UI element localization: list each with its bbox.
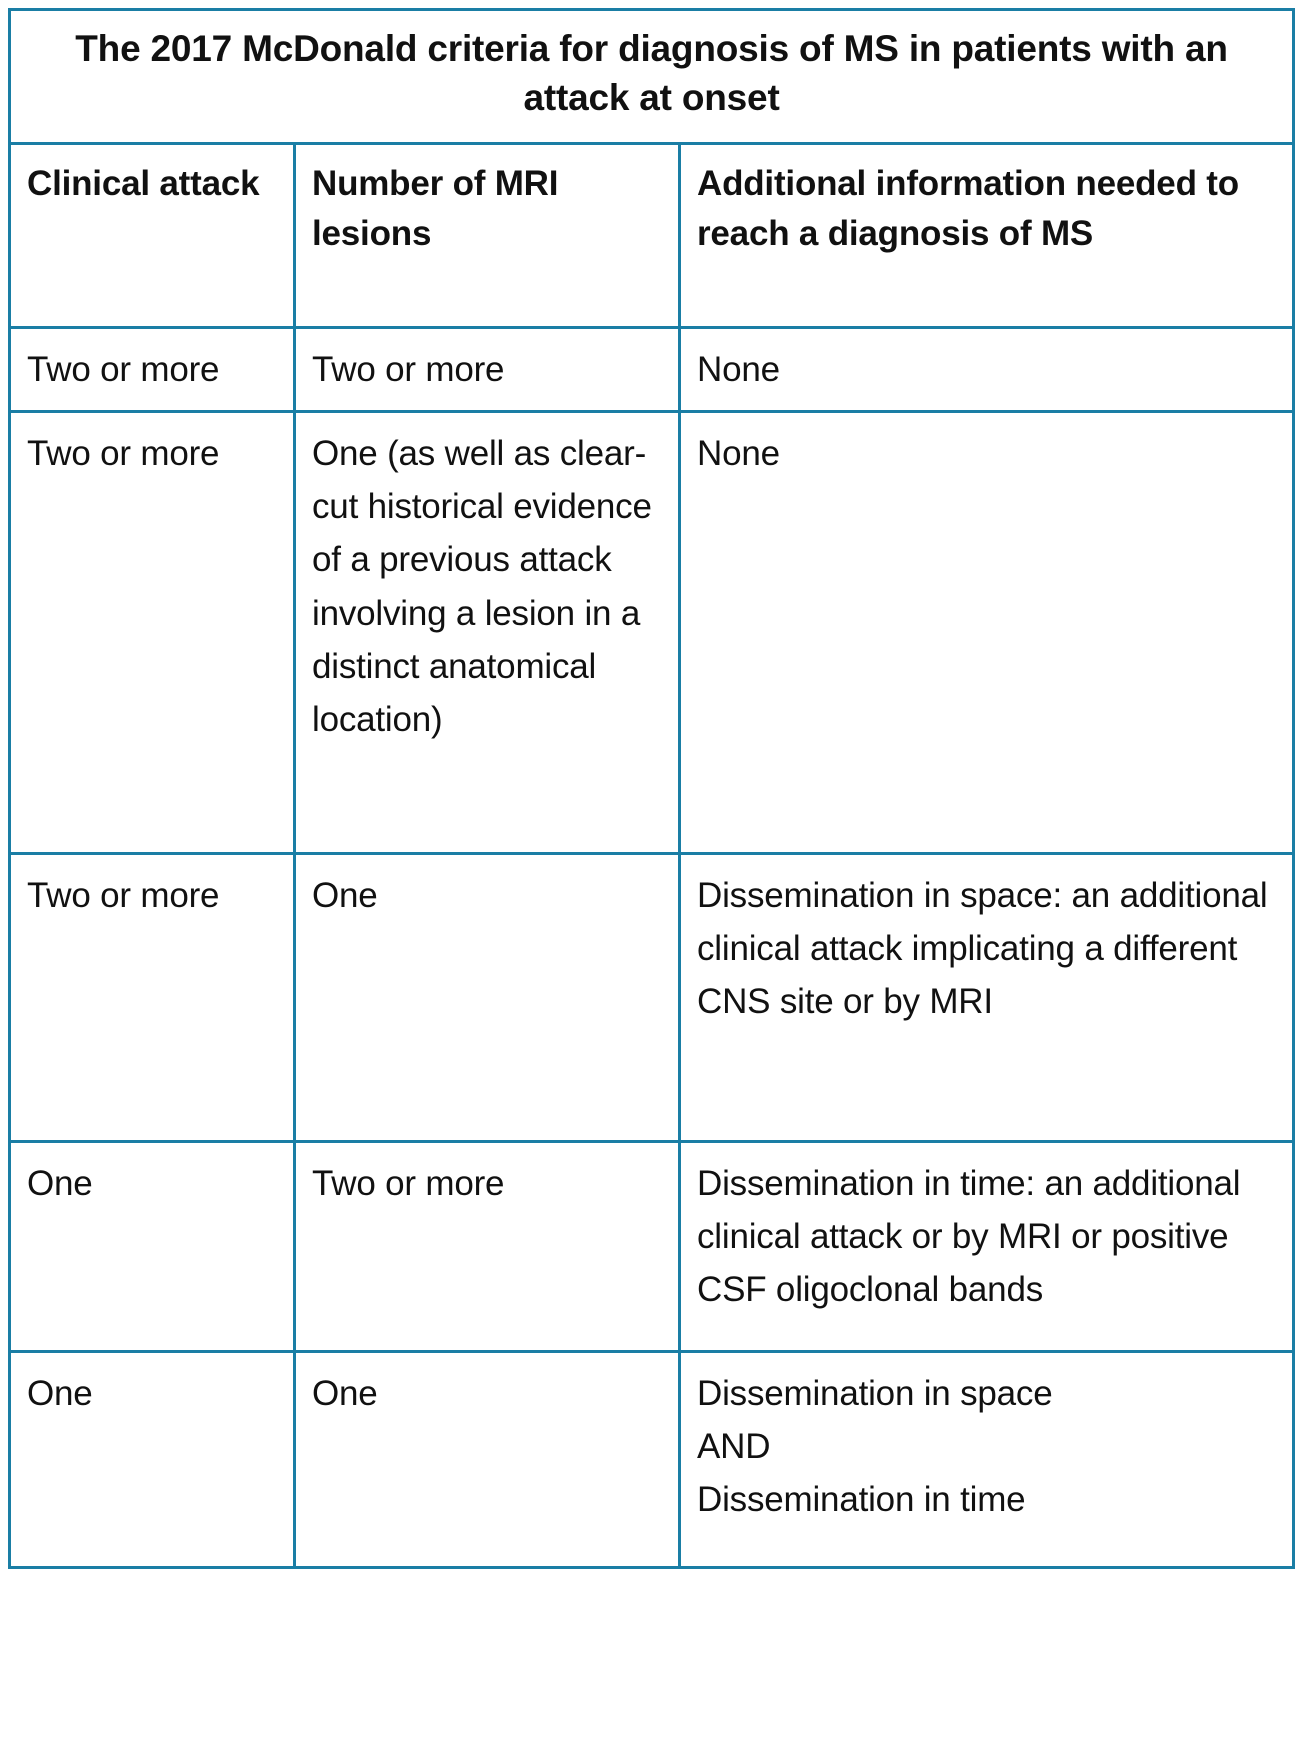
cell-additional-information: None (677, 410, 1296, 855)
table-row: One One Dissemination in space AND Disse… (8, 1350, 1296, 1569)
cell-additional-information: Dissemination in space AND Dissemination… (677, 1350, 1296, 1569)
cell-mri-lesions: One (293, 1350, 681, 1569)
cell-clinical-attack: Two or more (8, 326, 296, 413)
cell-additional-information-line-1: Dissemination in space (697, 1374, 1053, 1413)
table-header-row: Clinical attack Number of MRI lesions Ad… (8, 142, 1296, 329)
cell-additional-information: Dissemination in time: an additional cli… (677, 1140, 1296, 1353)
cell-clinical-attack: Two or more (8, 852, 296, 1143)
cell-additional-information-line-2: AND (697, 1427, 771, 1467)
cell-mri-lesions: One (293, 852, 681, 1143)
column-header-clinical-attack: Clinical attack (8, 142, 296, 329)
cell-clinical-attack: Two or more (8, 410, 296, 855)
mcdonald-criteria-table: The 2017 McDonald criteria for diagnosis… (7, 8, 1296, 1569)
column-header-additional-information: Additional information needed to reach a… (677, 142, 1296, 329)
cell-additional-information-line-3: Dissemination in time (697, 1480, 1026, 1520)
table-row: Two or more One (as well as clear-cut hi… (8, 410, 1296, 855)
cell-clinical-attack: One (8, 1140, 296, 1353)
cell-mri-lesions: One (as well as clear-cut historical evi… (293, 410, 681, 855)
table-row: Two or more One Dissemination in space: … (8, 852, 1296, 1143)
cell-additional-information: Dissemination in space: an additional cl… (677, 852, 1296, 1143)
cell-mri-lesions: Two or more (293, 1140, 681, 1353)
table-title: The 2017 McDonald criteria for diagnosis… (7, 8, 1296, 145)
cell-mri-lesions: Two or more (293, 326, 681, 413)
table-title-row: The 2017 McDonald criteria for diagnosis… (7, 8, 1296, 145)
cell-clinical-attack: One (8, 1350, 296, 1569)
table-row: Two or more Two or more None (8, 326, 1296, 413)
cell-additional-information: None (677, 326, 1296, 413)
table-row: One Two or more Dissemination in time: a… (8, 1140, 1296, 1353)
column-header-mri-lesions: Number of MRI lesions (293, 142, 681, 329)
